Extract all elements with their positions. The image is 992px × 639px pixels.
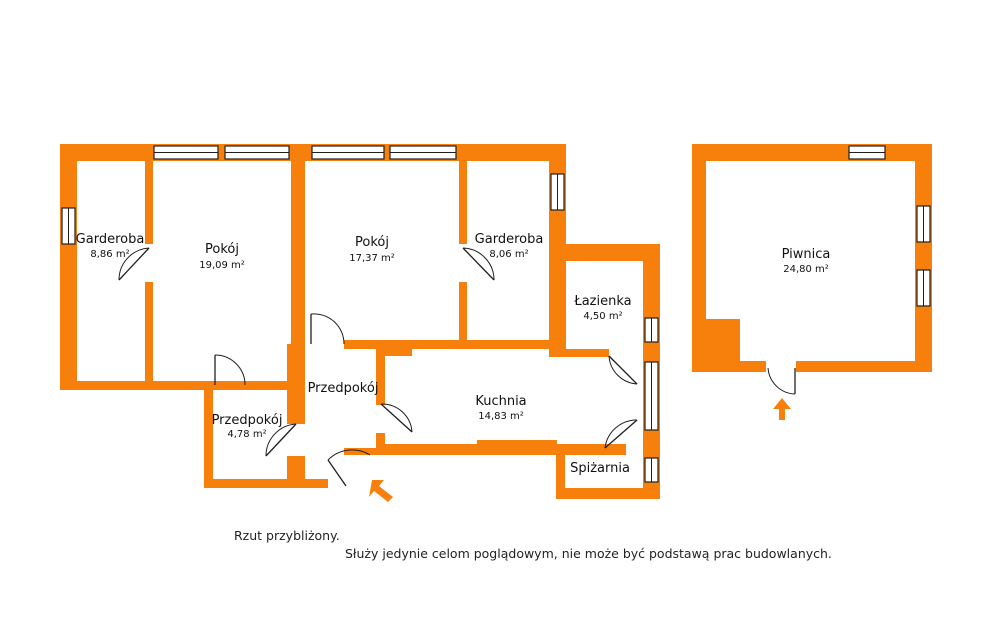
room-name-lazienka: Łazienka xyxy=(573,294,631,309)
room-name-przedpokoj-upper: Przedpokój xyxy=(308,381,379,396)
door xyxy=(608,355,638,385)
doors xyxy=(118,247,796,487)
door xyxy=(380,403,413,433)
room-name-pokoj-2: Pokój xyxy=(355,235,389,250)
room-area-pokoj-1: 19,09 m² xyxy=(199,260,245,271)
door xyxy=(265,423,297,457)
window xyxy=(224,145,290,160)
door xyxy=(462,247,495,281)
window xyxy=(916,205,931,243)
room-area-przedpokoj-lower: 4,78 m² xyxy=(227,429,266,440)
room-name-piwnica: Piwnica xyxy=(782,247,831,262)
room-name-garderoba-left: Garderoba xyxy=(76,232,145,247)
room-area-garderoba-right: 8,06 m² xyxy=(489,249,528,260)
room-area-lazienka: 4,50 m² xyxy=(583,311,622,322)
room-area-kuchnia: 14,83 m² xyxy=(478,411,524,422)
room-name-spizarnia: Spiżarnia xyxy=(570,461,630,476)
window xyxy=(311,145,385,160)
entrance-arrow-icon xyxy=(773,398,791,420)
window xyxy=(644,317,659,343)
door xyxy=(310,313,345,345)
window xyxy=(644,457,659,483)
door xyxy=(327,449,371,487)
window xyxy=(916,269,931,307)
window xyxy=(848,145,886,160)
room-area-piwnica: 24,80 m² xyxy=(783,264,829,275)
door xyxy=(118,247,150,281)
door xyxy=(604,419,638,449)
room-name-garderoba-right: Garderoba xyxy=(475,232,544,247)
door xyxy=(214,354,246,386)
window xyxy=(389,145,457,160)
disclaimer-line-2: Służy jedynie celom poglądowym, nie może… xyxy=(345,546,832,561)
room-name-kuchnia: Kuchnia xyxy=(475,394,526,409)
entrance-arrow-icon xyxy=(369,480,393,502)
windows xyxy=(61,145,931,483)
room-area-pokoj-2: 17,37 m² xyxy=(349,253,395,264)
door xyxy=(767,367,796,395)
window xyxy=(550,173,565,211)
window xyxy=(61,207,76,245)
room-labels: Garderoba 8,86 m² Pokój 19,09 m² Pokój 1… xyxy=(76,232,831,476)
room-name-przedpokoj-lower: Przedpokój xyxy=(212,413,283,428)
room-area-garderoba-left: 8,86 m² xyxy=(90,249,129,260)
basement-walls xyxy=(692,144,932,372)
window xyxy=(644,361,659,431)
apartment-walls xyxy=(60,144,660,499)
disclaimer-line-1: Rzut przybliżony. xyxy=(234,528,340,543)
window xyxy=(153,145,219,160)
room-name-pokoj-1: Pokój xyxy=(205,242,239,257)
